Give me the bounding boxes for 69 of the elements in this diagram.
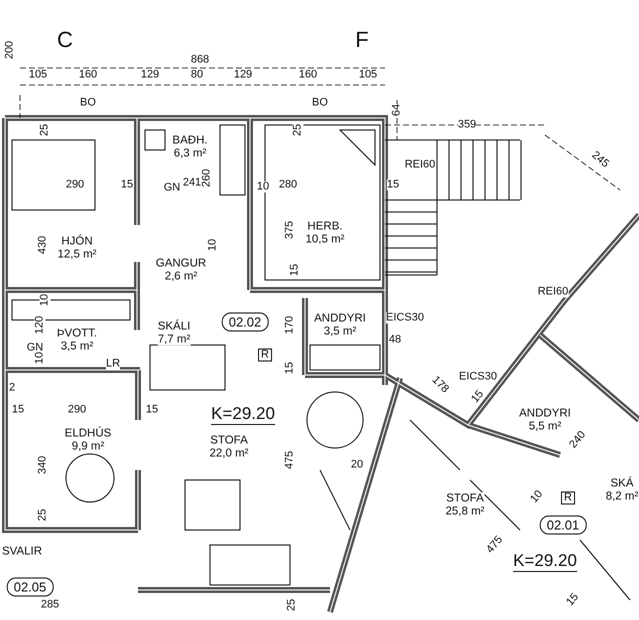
dimension-label: 290 xyxy=(68,404,86,416)
dimension-label: 160 xyxy=(298,70,318,80)
apartment-number-badge: 02.05 xyxy=(6,578,54,596)
dimension-label: REI60 xyxy=(404,160,436,170)
dimension-label: 15 xyxy=(284,362,296,374)
plan-label: GN xyxy=(164,182,180,194)
dimension-label: 290 xyxy=(66,180,84,190)
dimension-label: 160 xyxy=(78,70,98,80)
room-area: 8,2 m² xyxy=(606,490,638,503)
dimension-label: 129 xyxy=(234,70,252,80)
dimension-label: 285 xyxy=(40,600,60,610)
room-name: GANGUR xyxy=(156,257,206,270)
room-name: STOFA xyxy=(210,434,248,447)
room-area: 6,3 m² xyxy=(172,147,208,160)
dimension-label: 15 xyxy=(120,180,134,190)
dimension-label: 129 xyxy=(140,70,160,80)
plan-label: BO xyxy=(80,98,96,108)
room-area: 7,7 m² xyxy=(158,333,190,346)
dimension-label: 359 xyxy=(458,120,476,130)
dimension-label: 120 xyxy=(34,316,46,334)
dimension-label: 15 xyxy=(386,180,400,190)
dimension-label: 10 xyxy=(208,238,218,252)
dimension-label: 15 xyxy=(12,404,24,416)
dimension-label: 25 xyxy=(286,598,298,612)
dimension-label: 475 xyxy=(284,450,296,470)
room-area: 25,8 m² xyxy=(446,505,484,518)
room-area: 22,0 m² xyxy=(210,447,248,460)
apartment-number-badge: 02.02 xyxy=(222,312,268,332)
dimension-label: 241 xyxy=(182,178,202,188)
dimension-label: 105 xyxy=(358,70,378,80)
room-name: SKÁLI xyxy=(158,320,190,333)
dimension-label: 25 xyxy=(292,124,304,136)
room-name: STOFA xyxy=(446,492,484,505)
dimension-label: 260 xyxy=(202,168,212,188)
dimension-label: 10 xyxy=(40,294,50,306)
dimension-label: 64 xyxy=(392,104,402,116)
dimension-label: 868 xyxy=(190,54,210,66)
room-area: 10,5 m² xyxy=(306,233,344,246)
plan-label: LR xyxy=(106,358,120,370)
plan-label: BO xyxy=(312,98,328,108)
dimension-label: 10 xyxy=(256,182,270,192)
dimension-label: 25 xyxy=(40,124,50,136)
dimension-label: EICS30 xyxy=(459,372,497,382)
dimension-label: 80 xyxy=(190,70,204,80)
boxed-letter: R xyxy=(258,348,272,362)
dimension-label: 48 xyxy=(388,334,402,346)
apartment-number-badge: 02.01 xyxy=(540,516,586,534)
floor-height-label: K=29.20 xyxy=(211,405,275,425)
dimension-label: 375 xyxy=(284,220,296,240)
dimension-label: EICS30 xyxy=(386,312,424,324)
dimension-label: 170 xyxy=(284,316,296,334)
dimension-label: 20 xyxy=(350,460,364,470)
room-area: 12,5 m² xyxy=(58,248,96,261)
dimension-label: REI60 xyxy=(538,286,568,298)
dimension-label: 200 xyxy=(4,40,16,60)
dimension-label: 10 xyxy=(34,352,46,364)
dimension-label: 430 xyxy=(38,236,48,254)
room-name: ELDHÚS xyxy=(64,427,112,440)
dimension-label: 340 xyxy=(38,456,48,474)
dimension-label: 2 xyxy=(8,382,16,394)
dimension-label: 105 xyxy=(28,70,48,80)
room-name: ÞVOTT. xyxy=(56,327,98,340)
dimension-label: 15 xyxy=(146,404,158,416)
boxed-letter: R xyxy=(561,492,575,504)
dimension-label: 25 xyxy=(38,508,48,522)
plan-label: GN xyxy=(26,342,44,354)
floor-height-label: K=29.20 xyxy=(513,552,577,572)
dimension-label: 280 xyxy=(278,180,298,190)
dimension-label: 15 xyxy=(290,264,300,276)
